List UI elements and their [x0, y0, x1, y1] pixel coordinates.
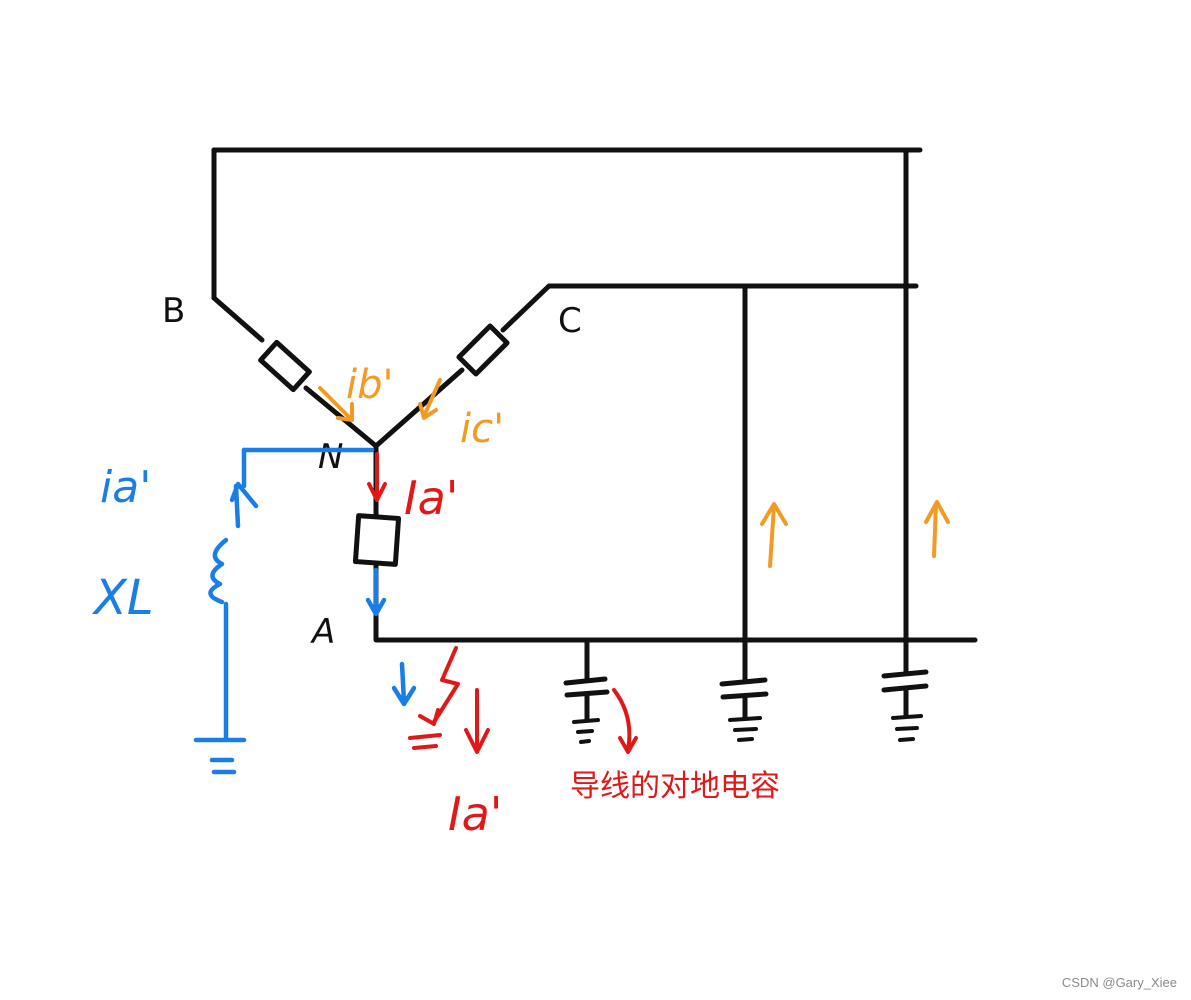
orange-up-arrow-c	[760, 502, 788, 568]
orange-current-c-arrow	[418, 378, 442, 420]
coil-arrow-stem	[233, 483, 241, 529]
blue-current-arrow-ground	[391, 661, 417, 707]
watermark: CSDN @Gary_Xiee	[1061, 975, 1177, 990]
node-a-label: A	[310, 612, 335, 652]
orange-up-arrow-b	[924, 500, 950, 558]
phase-c-from-neutral	[373, 367, 465, 449]
current-ib-label: ib'	[346, 362, 394, 408]
phase-c-wiring	[373, 283, 919, 643]
capacitance-annotation: 导线的对地电容	[570, 769, 780, 804]
blue-current-arrow-a	[365, 567, 387, 617]
current-ia-top-label: Ia'	[404, 471, 458, 525]
capacitor-ground-3	[881, 637, 929, 742]
red-current-a-arrow	[367, 452, 387, 502]
capacitor-ground-1	[563, 637, 610, 744]
winding-a	[352, 513, 402, 567]
winding-c	[456, 323, 510, 377]
phase-b-wiring	[211, 147, 923, 643]
red-fault-current-arrow	[464, 688, 490, 754]
reactance-label: XL	[91, 570, 154, 626]
arc-suppression-coil-branch	[193, 447, 375, 775]
current-ic-label: ic'	[460, 406, 504, 452]
node-n-label: N	[318, 437, 343, 477]
annotation-pointer-arrow	[612, 688, 638, 754]
coil-current-arrow	[229, 481, 259, 509]
node-b-label: B	[162, 291, 185, 331]
orange-current-b-arrow	[318, 386, 354, 422]
capacitor-ground-2	[719, 637, 769, 742]
coil-inductor	[208, 537, 229, 605]
phase-a-bus	[373, 563, 978, 643]
node-c-label: C	[558, 301, 582, 341]
phase-c-wire	[500, 283, 919, 333]
current-ia-bottom-label: Ia'	[448, 787, 502, 841]
fault-ground-symbol	[408, 646, 460, 750]
phase-b-winding-lead	[211, 295, 265, 343]
coil-current-label: ia'	[100, 462, 151, 513]
winding-b	[258, 339, 312, 393]
